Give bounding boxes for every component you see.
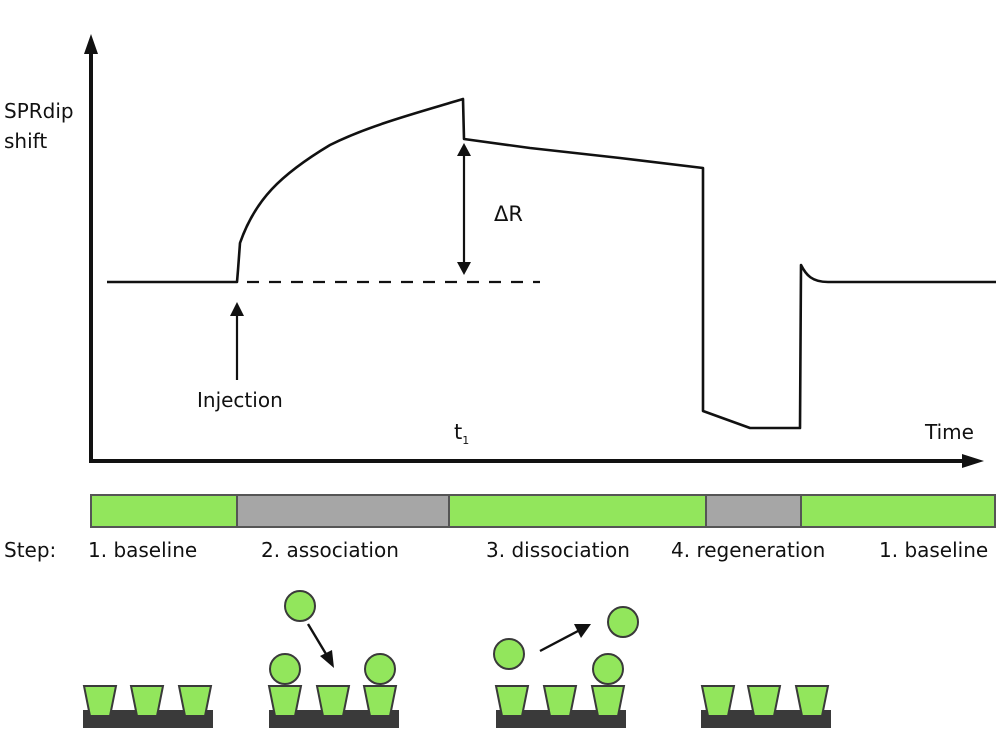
ligand-receptor: [129, 685, 165, 717]
analyte-bound: [269, 653, 301, 685]
analyte-bound: [592, 653, 624, 685]
t1-main: t: [454, 420, 463, 444]
sensor-surface: [83, 710, 213, 728]
step-label-association: 2. association: [261, 538, 399, 562]
step-label-dissociation: 3. dissociation: [486, 538, 630, 562]
step-label-regeneration: 4. regeneration: [671, 538, 826, 562]
analyte-free: [284, 590, 316, 622]
step-bar: [90, 494, 996, 528]
ligand-receptor: [794, 685, 830, 717]
sensor-surface: [269, 710, 399, 728]
illustration-association: [267, 590, 399, 728]
steps-prefix: Step:: [4, 538, 57, 562]
ligand-receptor: [700, 685, 736, 717]
y-axis-label-line2: shift: [4, 129, 48, 153]
delta-r-label: ΔR: [494, 202, 523, 226]
illustration-baseline: [82, 685, 213, 728]
analyte-binding-arrowhead: [320, 650, 334, 668]
y-axis-arrowhead: [84, 34, 98, 54]
illustration-regeneration: [700, 685, 831, 728]
ligand-receptor: [362, 685, 398, 717]
analyte-binding-arrow: [306, 623, 328, 655]
ligand-receptor: [177, 685, 213, 717]
analyte-free: [607, 606, 639, 638]
analyte-release-arrowhead: [574, 624, 591, 638]
y-axis-label: SPRdip shift: [4, 96, 74, 156]
x-axis-arrowhead: [962, 454, 984, 468]
step-label-baseline: 1. baseline: [88, 538, 198, 562]
illustration-dissociation: [493, 606, 639, 728]
step-segment-baseline: [90, 494, 238, 528]
x-axis-label: Time: [925, 420, 974, 444]
ligand-receptor: [746, 685, 782, 717]
step-segment-dissociation: [448, 494, 707, 528]
injection-arrowhead: [230, 302, 244, 316]
ligand-receptor: [542, 685, 578, 717]
injection-label: Injection: [197, 388, 283, 412]
y-axis-label-line1: SPRdip: [4, 99, 74, 123]
ligand-receptor: [590, 685, 626, 717]
delta-r-arrowhead-up: [457, 143, 471, 156]
ligand-receptor: [315, 685, 351, 717]
step-label-baseline-2: 1. baseline: [879, 538, 989, 562]
analyte-release-arrow: [539, 629, 579, 653]
step-segment-baseline-2: [800, 494, 996, 528]
sensorgram-curve: [107, 97, 996, 430]
analyte-free: [493, 638, 525, 670]
ligand-receptor: [267, 685, 303, 717]
t1-subscript: 1: [462, 434, 470, 448]
ligand-receptor: [494, 685, 530, 717]
t1-label: t1: [454, 420, 469, 447]
delta-r-arrowhead-down: [457, 262, 471, 275]
analyte-bound: [364, 653, 396, 685]
step-segment-regeneration: [705, 494, 802, 528]
step-segment-association: [236, 494, 450, 528]
sensor-surface: [496, 710, 626, 728]
ligand-receptor: [82, 685, 118, 717]
sensor-surface: [701, 710, 831, 728]
